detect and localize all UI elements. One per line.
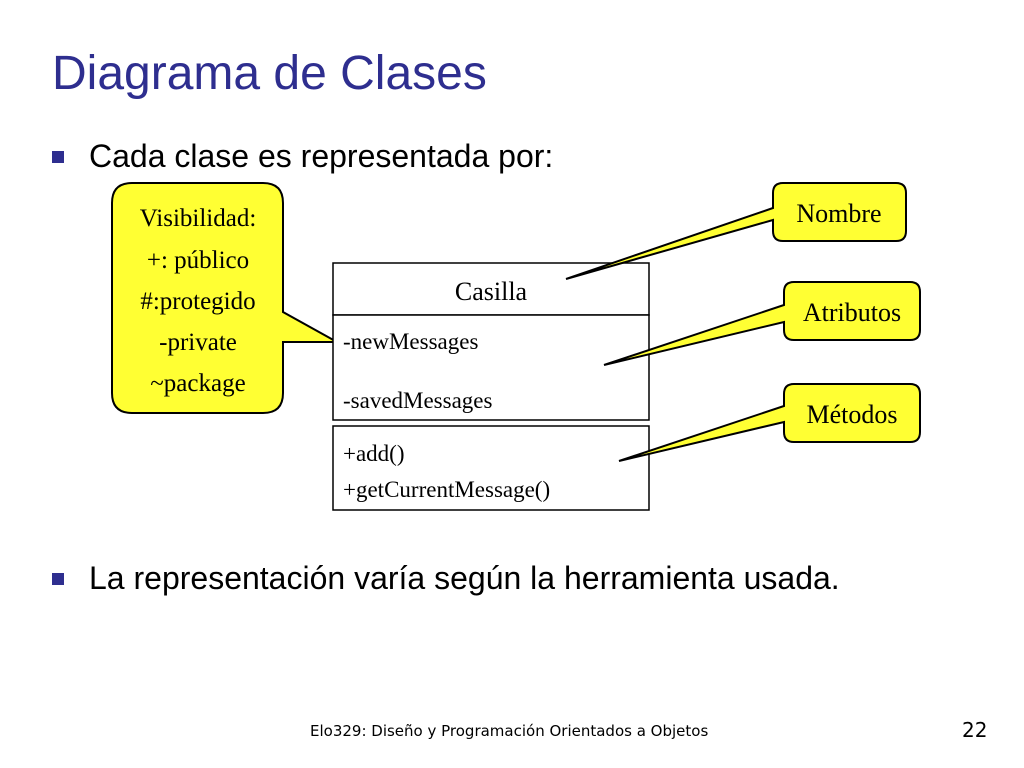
attributes-callout-shape [603,281,921,366]
bullet-square-icon [52,151,64,163]
name-callout-shape [565,182,907,280]
visibility-line: +: público [147,247,249,274]
class-name-compartment [332,262,650,316]
methods-callout-shape [618,383,921,462]
class-attributes-compartment [332,314,650,421]
bullet-square-icon [52,573,64,585]
visibility-callout-shape [111,182,341,414]
name-callout-label: Nombre [796,199,881,228]
visibility-line: ~package [150,370,245,397]
footer-course-title: Elo329: Diseño y Programación Orientados… [310,722,709,740]
visibility-line: #:protegido [140,288,255,315]
class-attribute: -newMessages [343,329,478,354]
class-method: +getCurrentMessage() [343,477,550,502]
bullet-text: Cada clase es representada por: [89,138,554,174]
methods-callout-label: Métodos [807,400,898,429]
class-method: +add() [343,441,405,466]
class-methods-compartment [332,425,650,511]
class-name: Casilla [455,277,528,306]
slide-title: Diagrama de Clases [52,47,487,100]
page-number: 22 [962,718,988,742]
visibility-line: -private [159,329,237,356]
attributes-callout-label: Atributos [803,298,901,327]
class-attribute: -savedMessages [343,388,493,413]
visibility-line: Visibilidad: [140,205,257,232]
bullet-text: La representación varía según la herrami… [89,560,840,596]
